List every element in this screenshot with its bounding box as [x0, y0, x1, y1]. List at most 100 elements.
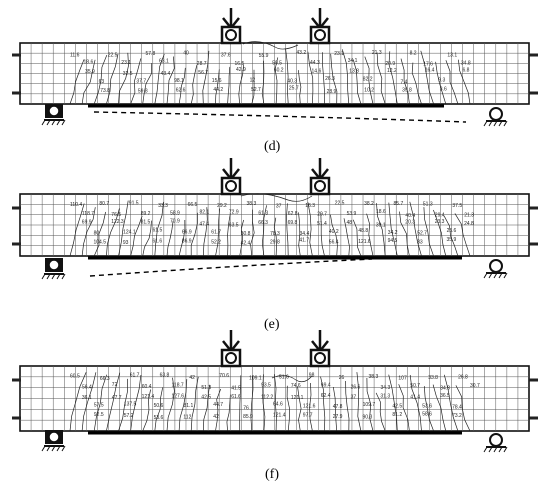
crack-line [261, 205, 267, 257]
crack-load-label: 44.3 [310, 60, 320, 66]
crack-load-label: 110.4 [70, 202, 82, 208]
crack-line [93, 374, 108, 432]
crack-load-label: 64.6 [273, 402, 283, 408]
crack-load-label: 34.4 [300, 231, 310, 237]
crack-load-label: 33.8 [428, 375, 438, 381]
crack-load-label: 16.4 [425, 68, 435, 74]
crack-line [432, 384, 447, 432]
crack-line [215, 388, 222, 432]
crack-load-label: 137.5 [124, 402, 137, 408]
crack-load-label: 56.4 [329, 239, 339, 245]
crack-load-label: 41.4 [410, 394, 420, 400]
crack-load-label: 42.5 [392, 404, 402, 410]
crack-load-label: 34.1 [348, 58, 358, 64]
crack-line [226, 394, 231, 432]
crack-load-label: 51.3 [201, 385, 211, 391]
crack-line [81, 372, 97, 432]
crack-line [69, 203, 85, 257]
crack-load-label: 121.1 [291, 395, 304, 401]
top-crush-crack [242, 41, 299, 50]
beam-grid [19, 42, 530, 105]
crack-line [215, 69, 220, 105]
crack-load-label: 6.8 [463, 67, 470, 73]
crack-pattern [69, 49, 471, 105]
crack-load-label: 98 [309, 373, 315, 379]
crack-load-label: 20.3 [405, 219, 415, 225]
crack-load-label: 55.9 [259, 53, 269, 59]
crack-load-label: 66.9 [182, 230, 192, 236]
crack-load-label: 69.8 [288, 220, 298, 226]
crack-line [118, 378, 128, 432]
crack-load-label: 31.3 [380, 393, 390, 399]
crack-load-label: 94.5 [388, 238, 398, 244]
crack-line [118, 52, 129, 105]
crack-load-label: 61.7 [130, 373, 140, 379]
crack-load-label: 107 [398, 375, 407, 381]
crack-line [106, 53, 119, 105]
crack-load-label: 52.7 [251, 87, 261, 93]
crack-load-label: 53.6 [154, 415, 164, 421]
crack-load-label: 13.8 [349, 69, 359, 75]
crack-load-label: 15.6 [212, 78, 222, 84]
crack-line [330, 53, 338, 105]
crack-load-label: 43.2 [296, 50, 306, 56]
crack-load-label: 62.8 [288, 211, 298, 217]
crack-line [239, 375, 242, 431]
crack-load-label: 90.3 [363, 415, 373, 421]
crack-load-label: 61.5 [153, 228, 163, 234]
caption-d: (d) [264, 139, 281, 154]
crack-line [190, 65, 198, 105]
crack-line [69, 372, 87, 432]
crack-line [400, 58, 410, 105]
crack-line [375, 392, 386, 432]
crack-line [106, 208, 120, 257]
crack-load-label: 39.8 [402, 87, 412, 93]
crack-line [443, 374, 459, 432]
crack-load-label: 63 [99, 79, 105, 85]
left-support [41, 258, 66, 280]
crack-line [376, 203, 386, 257]
crack-load-label: 89.2 [141, 211, 151, 217]
crack-line [118, 200, 129, 257]
crack-load-label: 41.5 [231, 386, 241, 392]
crack-load-label: 121.4 [273, 413, 286, 419]
crack-load-label: 42.5 [201, 394, 211, 400]
crack-load-label: 13.1 [447, 53, 457, 59]
crack-load-label: 104.5 [94, 240, 107, 246]
crack-line [251, 69, 255, 105]
crack-load-label: 63.8 [160, 373, 170, 379]
crack-load-label: 92.5 [94, 412, 104, 418]
crack-load-label: 70.9 [170, 219, 180, 225]
left-rebar-marks [12, 206, 21, 246]
crack-pattern [69, 200, 471, 257]
crack-load-label: 18.6 [84, 60, 94, 66]
crack-load-label: 30.8 [241, 231, 251, 237]
crack-load-label: 26.8 [458, 375, 468, 381]
crack-load-label: 34.8 [440, 386, 450, 392]
crack-line [411, 62, 422, 105]
crack-load-label: 76.5 [111, 212, 121, 218]
crack-line [345, 380, 350, 432]
left-rebar-marks [12, 53, 21, 95]
crack-line [343, 218, 350, 257]
crack-load-label: 85.9 [243, 414, 253, 420]
crack-line [93, 54, 108, 105]
crack-load-label: 73.8 [100, 88, 110, 94]
crack-load-label: 63.1 [159, 58, 169, 64]
crack-line [250, 209, 255, 257]
crack-load-label: 47.8 [333, 404, 343, 410]
crack-load-label: 38.3 [247, 201, 257, 207]
beam-grid [19, 193, 530, 257]
crack-load-label: 22.5 [108, 53, 118, 59]
crack-load-label: 26 [339, 375, 345, 381]
crack-load-label: 29.4 [435, 213, 445, 219]
crack-load-label: 66.5 [188, 202, 198, 208]
crack-load-label: 69.4 [321, 382, 331, 388]
crack-load-labels: 110.4118.769.980104.580.776.5122.3124.19… [70, 200, 474, 246]
crack-load-label: 124.1 [123, 229, 136, 235]
right-support [483, 433, 508, 453]
crack-load-label: 72.9 [229, 210, 239, 216]
crack-load-label: 86.9 [182, 239, 192, 245]
crack-load-label: 98.1 [174, 78, 184, 84]
